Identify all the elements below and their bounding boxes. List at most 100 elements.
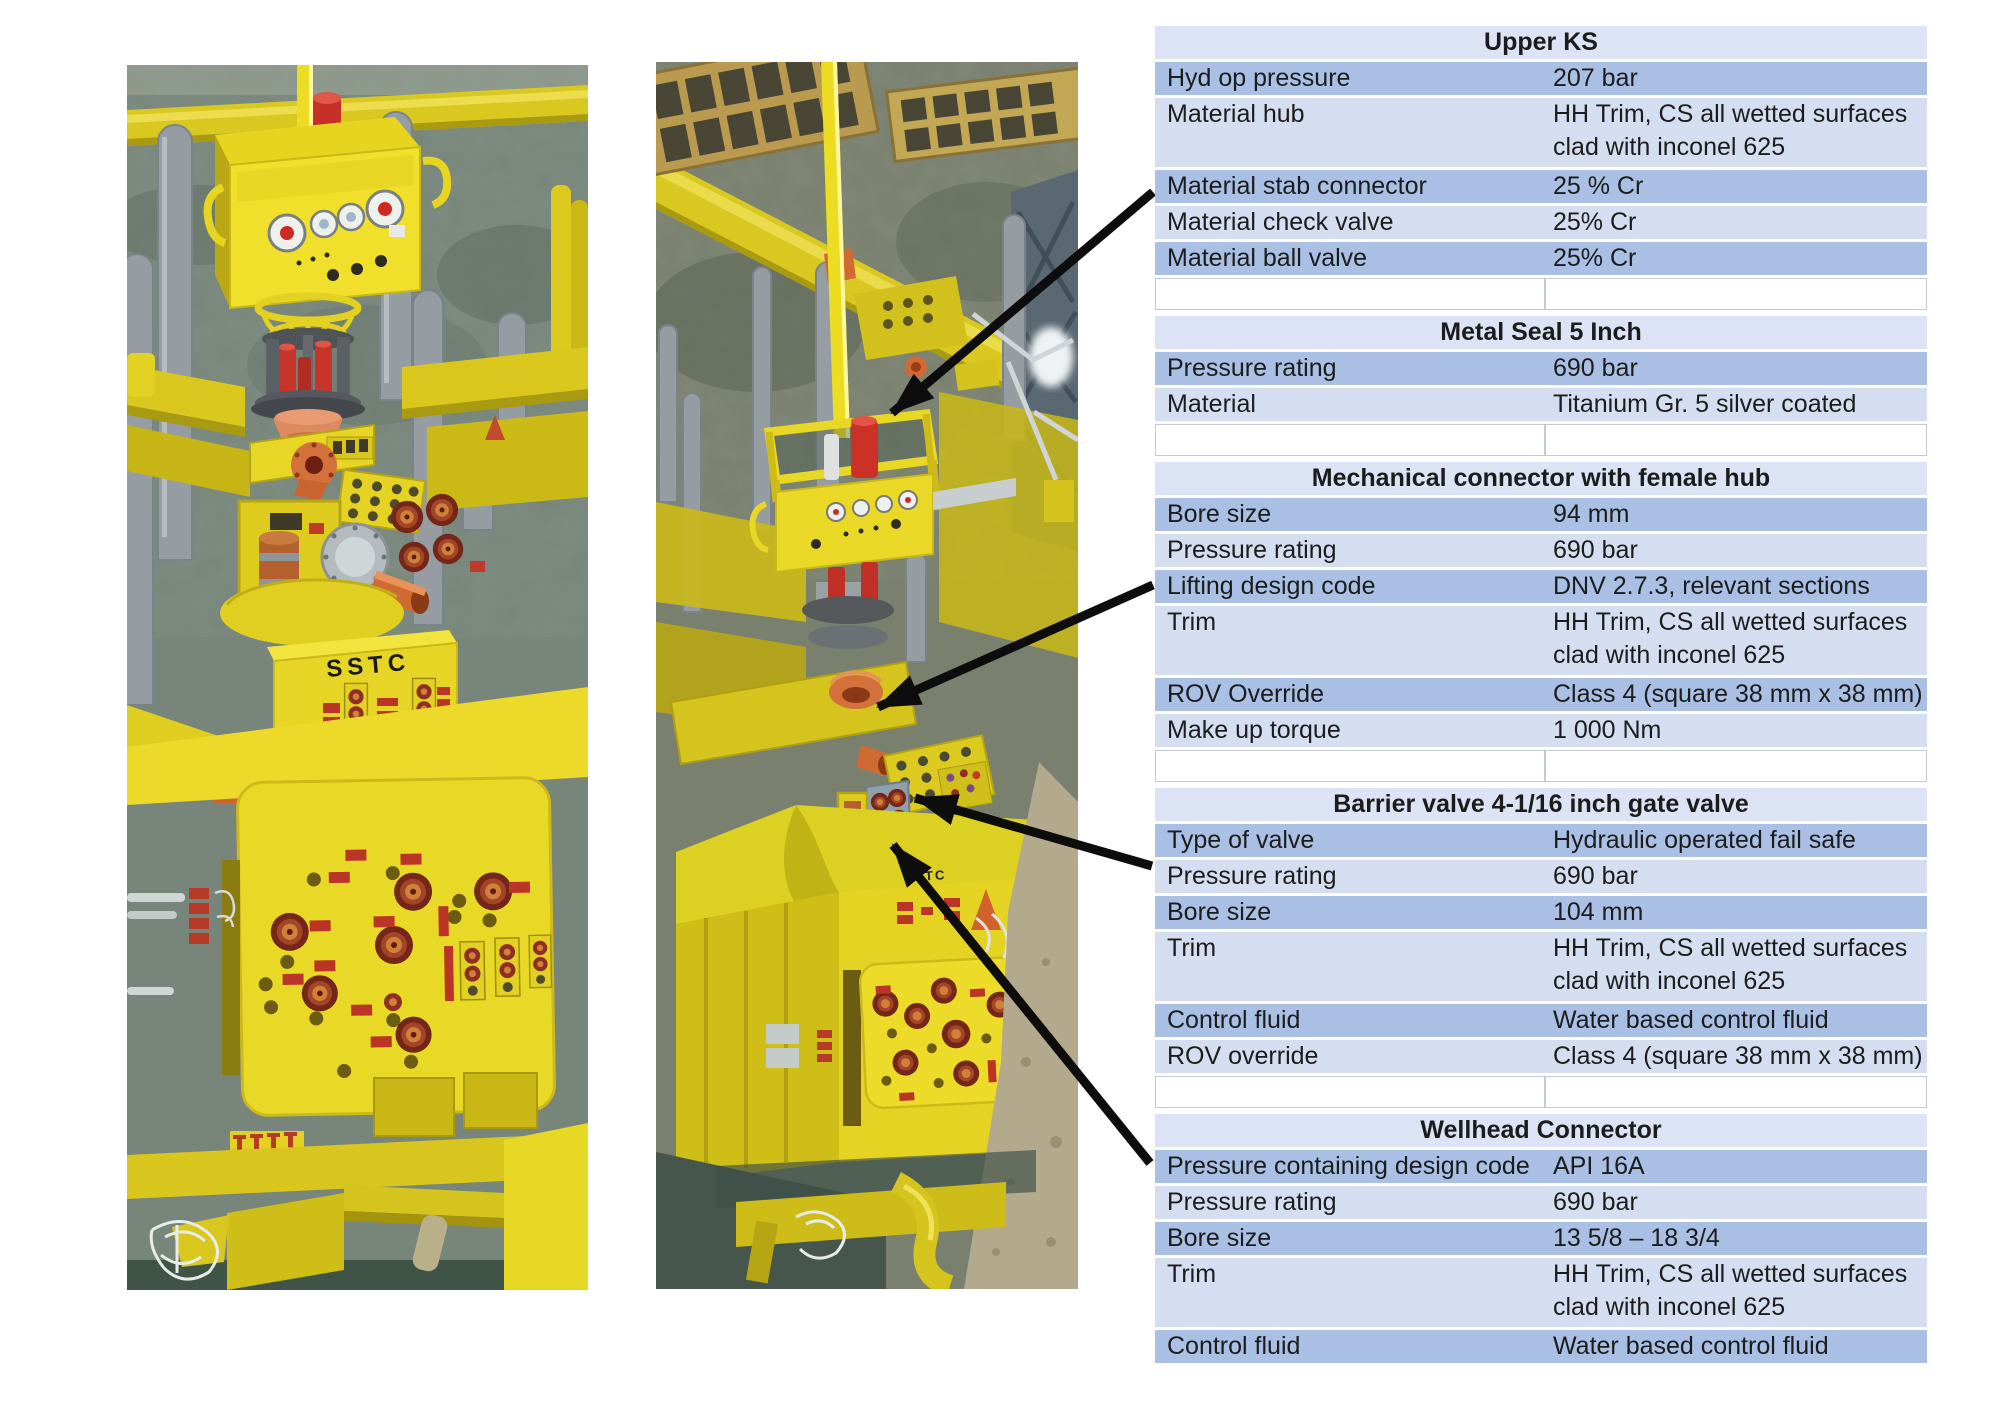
spec-value: 25% Cr xyxy=(1553,208,1637,236)
blank-cell xyxy=(1545,278,1927,310)
spec-row: ROV override Class 4 (square 38 mm x 38 m… xyxy=(1155,1040,1927,1073)
spec-label: Bore size xyxy=(1167,898,1272,926)
spec-label: Material hub xyxy=(1167,100,1305,128)
spec-value: 690 bar xyxy=(1553,536,1638,564)
spec-value: 207 bar xyxy=(1553,64,1638,92)
spec-row: Material stab connector 25 % Cr xyxy=(1155,170,1927,203)
spec-label: ROV Override xyxy=(1167,680,1324,708)
spec-label: ROV override xyxy=(1167,1042,1319,1070)
silver-arm xyxy=(933,478,1016,510)
spec-value: 1 000 Nm xyxy=(1553,716,1662,744)
connector-platform xyxy=(669,660,918,776)
section-header: Metal Seal 5 Inch xyxy=(1155,316,1927,349)
blank-row xyxy=(1155,424,1927,456)
port-cluster xyxy=(309,493,485,573)
hydraulic-actuator xyxy=(320,522,390,592)
spec-label: Pressure rating xyxy=(1167,354,1337,382)
blank-cell xyxy=(1545,424,1927,456)
blank-cell xyxy=(1545,750,1927,782)
section-header: Upper KS xyxy=(1155,26,1927,59)
spec-value: Titanium Gr. 5 silver coated xyxy=(1553,390,1857,418)
panel-holes xyxy=(258,866,497,1078)
spec-label: Bore size xyxy=(1167,1224,1272,1252)
spec-label: Make up torque xyxy=(1167,716,1341,744)
section-header: Mechanical connector with female hub xyxy=(1155,462,1927,495)
middle-photo-art: SSTC xyxy=(656,62,1078,1289)
spec-value: 25% Cr xyxy=(1553,244,1637,272)
section-header: Wellhead Connector xyxy=(1155,1114,1927,1147)
blank-cell xyxy=(1155,1076,1545,1108)
blank-row xyxy=(1155,278,1927,310)
mudmat-grating xyxy=(656,62,1078,177)
blank-cell xyxy=(1155,278,1545,310)
riser-rod xyxy=(821,62,850,438)
spec-label: Material xyxy=(1167,390,1256,418)
spec-label: Material ball valve xyxy=(1167,244,1368,272)
base-structure xyxy=(656,1150,1036,1289)
flange-stack xyxy=(802,562,894,649)
spec-row: Pressure rating 690 bar xyxy=(1155,860,1927,893)
spec-row: Bore size 94 mm xyxy=(1155,498,1927,531)
spec-value: 13 5/8 – 18 3/4 xyxy=(1553,1224,1720,1252)
spec-row: Material hub HH Trim, CS all wetted surfa… xyxy=(1155,98,1927,167)
spec-label: Hyd op pressure xyxy=(1167,64,1351,92)
left-side-details xyxy=(127,860,240,1075)
spec-label: Trim xyxy=(1167,934,1217,962)
panel-labels xyxy=(282,849,531,1048)
spec-value: Water based control fluid xyxy=(1553,1332,1829,1360)
spec-value: API 16A xyxy=(1553,1152,1645,1180)
panel-handle-right xyxy=(422,156,452,209)
rov-panel-ports xyxy=(270,871,513,1054)
spec-label: Type of valve xyxy=(1167,826,1315,854)
spec-label: Pressure rating xyxy=(1167,1188,1337,1216)
gauge-icons xyxy=(267,189,405,253)
bottom-structure xyxy=(127,1072,588,1290)
spec-label: Trim xyxy=(1167,608,1217,636)
spec-value: Hydraulic operated fail safe xyxy=(1553,826,1856,854)
spec-value: HH Trim, CS all wetted surfaces clad wit… xyxy=(1553,100,1908,161)
background-columns xyxy=(551,185,588,370)
spec-row: Make up torque 1 000 Nm xyxy=(1155,714,1927,747)
spec-label: Lifting design code xyxy=(1167,572,1376,600)
orange-funnel-flange xyxy=(291,442,337,501)
blank-row xyxy=(1155,1076,1927,1108)
spec-value: 94 mm xyxy=(1553,500,1630,528)
blank-cell xyxy=(1545,1076,1927,1108)
spec-value: Class 4 (square 38 mm x 38 mm) xyxy=(1553,680,1923,708)
panel-handle-left xyxy=(203,183,227,247)
spec-row: Material check valve 25% Cr xyxy=(1155,206,1927,239)
spec-value: Class 4 (square 38 mm x 38 mm) xyxy=(1553,1042,1923,1070)
blank-cell xyxy=(1155,424,1545,456)
upper-deck xyxy=(127,687,588,805)
spec-row: Hyd op pressure 207 bar xyxy=(1155,62,1927,95)
spec-label: Trim xyxy=(1167,1260,1217,1288)
spec-label: Material stab connector xyxy=(1167,172,1427,200)
rov-panel xyxy=(236,776,556,1117)
spec-value: DNV 2.7.3, relevant sections xyxy=(1553,572,1870,600)
spec-row: Lifting design code DNV 2.7.3, relevant s… xyxy=(1155,570,1927,603)
spec-value: 690 bar xyxy=(1553,1188,1638,1216)
section-header: Barrier valve 4-1/16 inch gate valve xyxy=(1155,788,1927,821)
spec-label: Material check valve xyxy=(1167,208,1394,236)
blank-row xyxy=(1155,750,1927,782)
spec-label: Pressure rating xyxy=(1167,862,1337,890)
spec-value: 25 % Cr xyxy=(1553,172,1644,200)
left-photo: SSTC xyxy=(127,65,588,1290)
hotstab-plate xyxy=(937,760,993,812)
spec-row: Material ball valve 25% Cr xyxy=(1155,242,1927,275)
lifting-tool-frame xyxy=(749,409,1016,574)
spec-label: Bore size xyxy=(1167,500,1272,528)
spec-value: 690 bar xyxy=(1553,862,1638,890)
blank-cell xyxy=(1155,750,1545,782)
sstc-marking: SSTC xyxy=(903,867,947,885)
